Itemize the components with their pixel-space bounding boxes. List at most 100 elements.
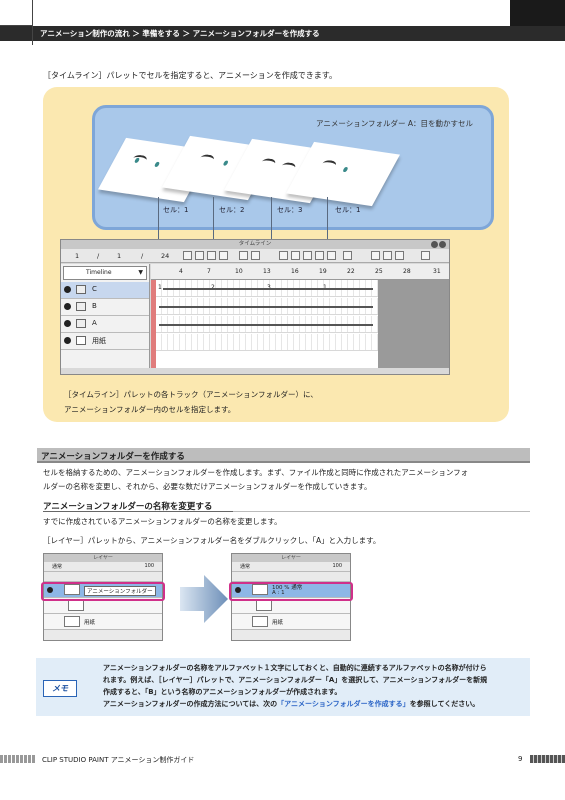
cel-mark: 1 — [158, 284, 162, 291]
illustration-caption: ［タイムライン］パレットの各トラック（アニメーションフォルダー）に、 — [64, 390, 318, 399]
start-marker — [151, 280, 156, 368]
memo-link[interactable]: 「アニメーションフォルダーを作成する」 — [277, 700, 410, 708]
folder-icon — [76, 302, 86, 311]
cel-mark: 2 — [211, 284, 215, 291]
subsection-underline — [43, 511, 233, 512]
eye-icon — [259, 157, 278, 168]
memo-box: メモ アニメーションフォルダーの名称をアルファベット１文字にしておくと、自動的に… — [36, 658, 530, 716]
frame-separator: / — [141, 252, 144, 260]
memo-line: 作成すると、「B」という名称のアニメーションフォルダーが作成されます。 — [103, 688, 342, 696]
new-folder-icon[interactable] — [195, 251, 204, 260]
blend-mode-row[interactable]: 通常 100 — [44, 562, 162, 572]
footer-stripes-right — [530, 755, 565, 763]
next-frame-icon[interactable] — [315, 251, 324, 260]
ruler-tick: 10 — [235, 268, 243, 275]
layer-sync-icon[interactable] — [395, 251, 404, 260]
last-frame-icon[interactable] — [327, 251, 336, 260]
header-vertical-rule — [32, 0, 33, 45]
layer-row[interactable]: 100 % 通常 A : 1 — [232, 582, 350, 598]
play-icon[interactable] — [303, 251, 312, 260]
blend-mode[interactable]: 通常 — [240, 564, 251, 570]
close-icon[interactable] — [439, 241, 446, 248]
eye-icon[interactable] — [235, 587, 241, 593]
eye-icon[interactable] — [64, 286, 71, 293]
layer-name[interactable]: A : 1 — [272, 590, 285, 596]
frame-current: 1 — [75, 252, 80, 260]
track-row[interactable]: B — [61, 299, 149, 316]
frame-ruler: 4 7 10 13 16 19 22 25 28 31 — [151, 264, 449, 280]
menu-icon[interactable] — [421, 251, 430, 260]
track-row[interactable]: C — [61, 282, 149, 299]
zoom-out-icon[interactable] — [239, 251, 248, 260]
highlight-frame — [41, 582, 165, 601]
folder-icon — [76, 285, 86, 294]
camera-icon[interactable] — [207, 251, 216, 260]
eye-icon — [198, 153, 216, 164]
layer-row[interactable]: 用紙 — [232, 614, 350, 630]
subsection-body: すでに作成されているアニメーションフォルダーの名称を変更します。 — [43, 517, 282, 526]
cel-duration-bar — [159, 306, 373, 308]
track-row[interactable]: A — [61, 316, 149, 333]
memo-text-pre: アニメーションフォルダーの作成方法については、次の — [103, 700, 278, 708]
memo-line: アニメーションフォルダーの作成方法については、次の「アニメーションフォルダーを作… — [103, 699, 479, 709]
cel-mark: 1 — [323, 284, 327, 291]
ruler-tick: 31 — [433, 268, 441, 275]
folder-thumb — [252, 584, 268, 595]
pupil-icon — [342, 166, 349, 173]
track-row[interactable]: 用紙 — [61, 333, 149, 350]
section-heading: アニメーションフォルダーを作成する — [37, 448, 530, 463]
intro-text: ［タイムライン］パレットでセルを指定すると、アニメーションを作成できます。 — [43, 71, 337, 80]
eye-icon[interactable] — [64, 320, 71, 327]
ruler-tick: 16 — [291, 268, 299, 275]
layer-row[interactable]: アニメーションフォルダー — [44, 582, 162, 598]
timeline-dropdown[interactable]: Timeline — [63, 266, 147, 280]
opacity-value[interactable]: 100 — [332, 563, 342, 569]
folder-thumb — [64, 584, 80, 595]
layer-row[interactable]: 用紙 — [44, 614, 162, 630]
timeline-grid[interactable]: 4 7 10 13 16 19 22 25 28 31 1 2 3 1 — [151, 264, 449, 368]
subsection-rule — [233, 511, 530, 512]
layer-name[interactable]: アニメーションフォルダー — [84, 586, 156, 596]
light-table-icon[interactable] — [383, 251, 392, 260]
section-body: ルダーの名称を変更し、それから、必要な数だけアニメーションフォルダーを作成してい… — [43, 482, 372, 491]
track-list: Timeline C B A 用紙 — [61, 264, 150, 368]
cel-icon[interactable] — [219, 251, 228, 260]
cel-label: セル：1 — [163, 206, 189, 214]
loop-icon[interactable] — [343, 251, 352, 260]
eye-icon[interactable] — [64, 337, 71, 344]
onion-skin-icon[interactable] — [371, 251, 380, 260]
prev-frame-icon[interactable] — [291, 251, 300, 260]
page-header: アニメーション制作の流れ ＞ 準備をする ＞ アニメーションフォルダーを作成する — [0, 0, 565, 45]
arrow-right-icon — [180, 575, 228, 623]
timeline-toolbar: 1 / 1 / 24 — [61, 249, 449, 263]
eye-icon[interactable] — [64, 303, 71, 310]
eye-icon — [320, 159, 338, 170]
track-name: A — [92, 319, 97, 327]
eye-icon — [279, 161, 298, 172]
subsection-body: ［レイヤー］パレットから、アニメーションフォルダー名をダブルクリックし、「A」と… — [43, 536, 381, 545]
layer-name: 用紙 — [272, 620, 284, 626]
eye-icon[interactable] — [47, 587, 53, 593]
timeline-title: タイムライン — [238, 241, 272, 247]
first-frame-icon[interactable] — [279, 251, 288, 260]
illustration-caption: アニメーションフォルダー内のセルを指定します。 — [64, 405, 236, 414]
zoom-in-icon[interactable] — [251, 251, 260, 260]
minimize-icon[interactable] — [431, 241, 438, 248]
layer-info: 100 % 通常 — [272, 585, 303, 591]
subsection-title: アニメーションフォルダーの名称を変更する — [43, 502, 213, 512]
new-timeline-icon[interactable] — [183, 251, 192, 260]
ruler-tick: 25 — [375, 268, 383, 275]
cel-label: セル：1 — [335, 206, 361, 214]
layer-row[interactable] — [44, 598, 162, 614]
ruler-tick: 22 — [347, 268, 355, 275]
opacity-value[interactable]: 100 — [144, 563, 154, 569]
memo-line: れます。例えば、［レイヤー］パレットで、アニメーションフォルダー「A」を選択して… — [103, 676, 488, 684]
track-name: B — [92, 302, 97, 310]
blend-mode-row[interactable]: 通常 100 — [232, 562, 350, 572]
ruler-tick: 4 — [179, 268, 183, 275]
blend-mode[interactable]: 通常 — [52, 564, 63, 570]
paper-icon — [76, 336, 86, 345]
eye-icon — [131, 154, 149, 165]
pupil-icon — [153, 161, 161, 168]
grid-row — [156, 334, 378, 351]
